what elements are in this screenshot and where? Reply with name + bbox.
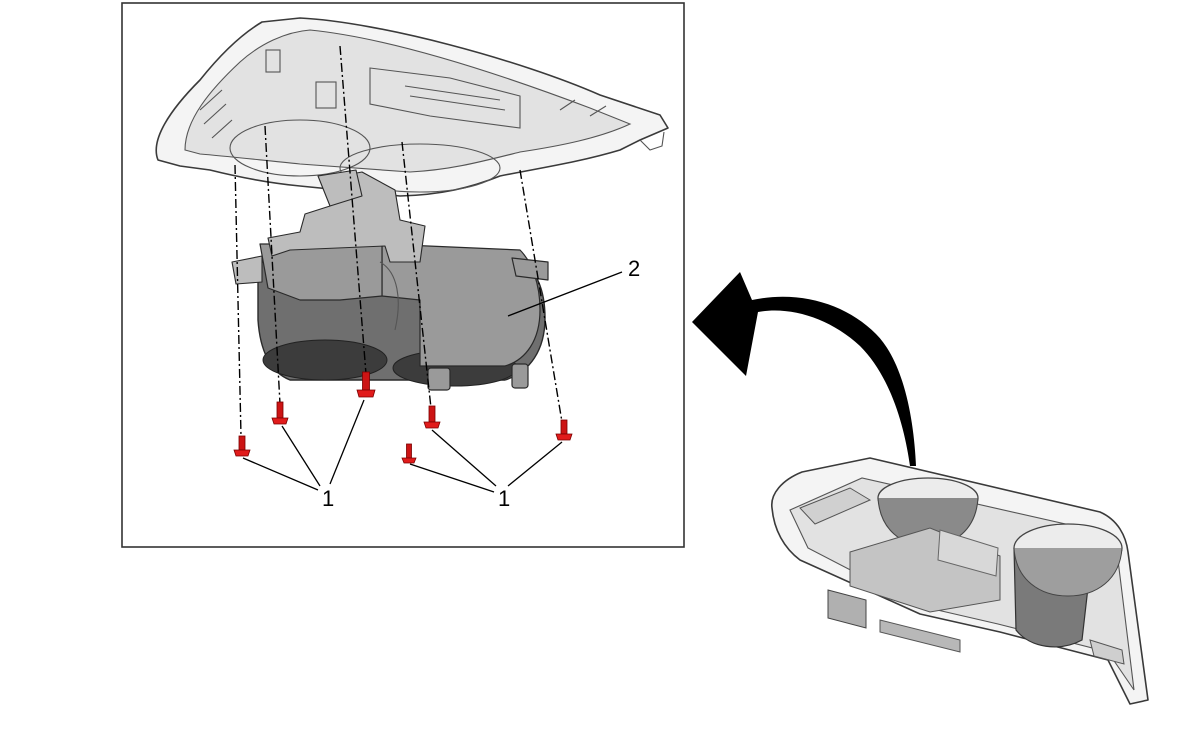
fastener: [233, 435, 251, 457]
fastener: [271, 401, 289, 425]
fastener: [423, 405, 441, 429]
callout-fastener-right: 1: [498, 486, 510, 511]
cup-holder-assembly: [231, 169, 549, 391]
curved-arrow-icon: [692, 272, 916, 466]
fastener: [401, 443, 417, 464]
callout-cup-holder: 2: [628, 256, 640, 281]
alignment-lines: [234, 45, 563, 437]
console-bezel: [155, 17, 669, 197]
fastener: [555, 419, 573, 441]
leader-lines: [242, 271, 623, 493]
fasteners: [233, 371, 573, 464]
console-overview: [771, 457, 1149, 705]
callout-fastener-left: 1: [322, 486, 334, 511]
fastener: [356, 371, 376, 398]
